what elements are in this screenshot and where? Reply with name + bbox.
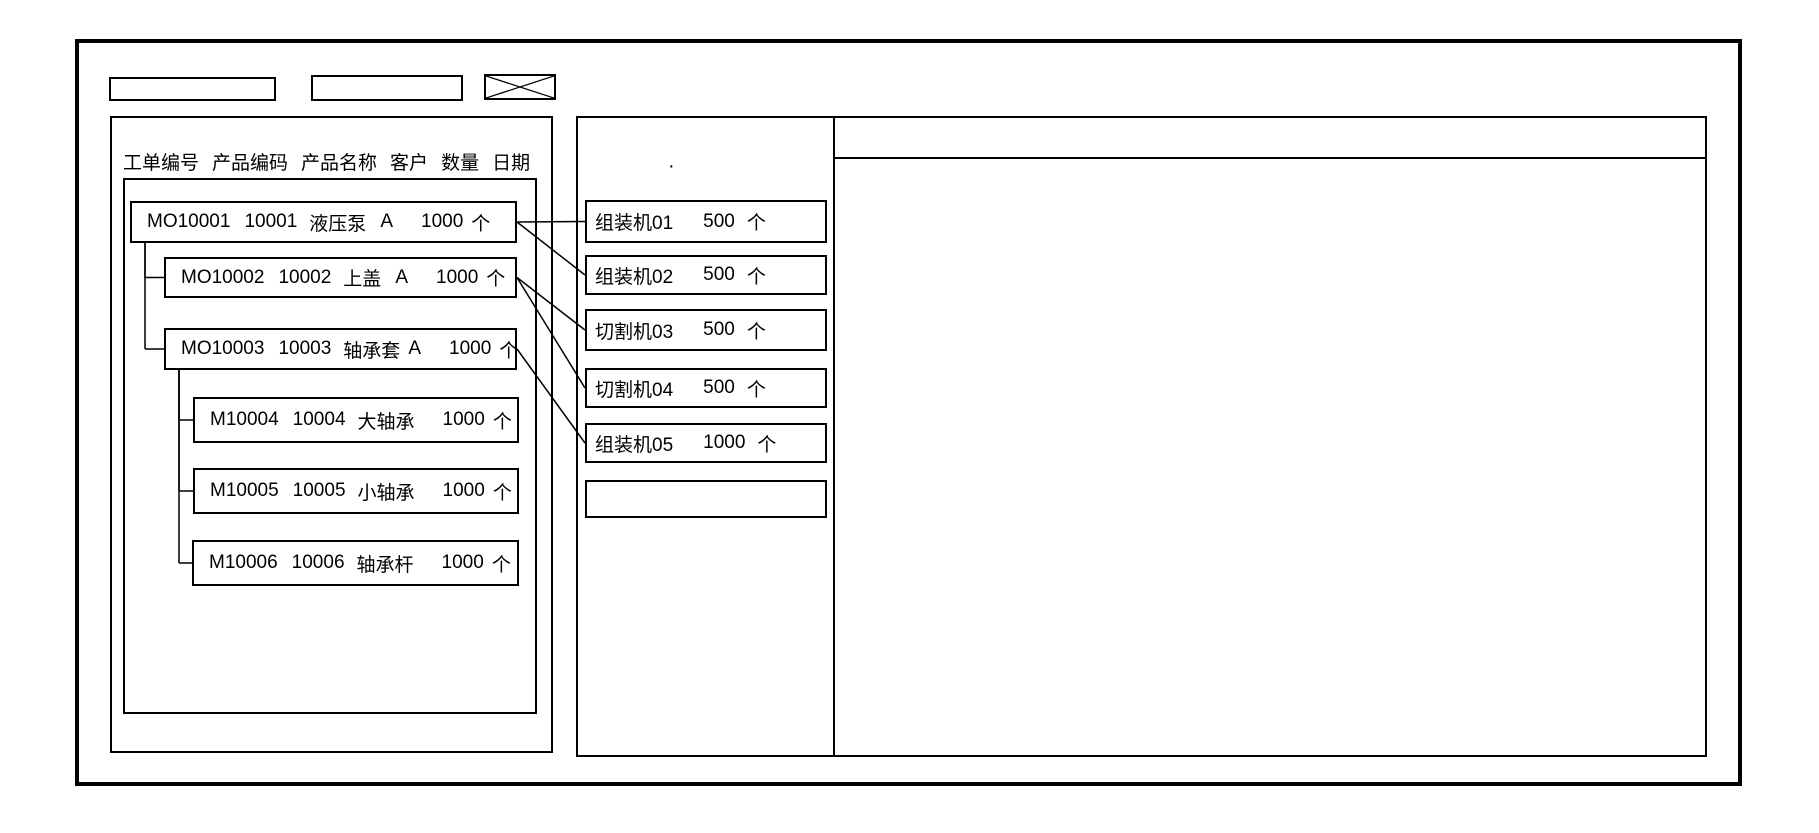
machine-qty: 500 — [703, 264, 735, 285]
work-order-box[interactable]: M10005 10005 小轴承 1000 个 — [193, 468, 519, 514]
unit: 个 — [499, 340, 519, 362]
machine-unit: 个 — [746, 379, 766, 401]
customer: A — [395, 266, 408, 288]
machine-box[interactable]: 切割机04 500 个 — [585, 368, 827, 408]
order-no: M10006 — [209, 552, 278, 573]
qty: 1000 — [442, 480, 485, 501]
column-header-order-no: 工单编号 — [123, 153, 200, 174]
qty: 1000 — [441, 552, 484, 573]
column-header-product-code: 产品编码 — [212, 153, 289, 174]
machine-name: 组装机01 — [595, 213, 674, 234]
machine-qty: 500 — [703, 210, 735, 232]
qty: 1000 — [449, 338, 492, 359]
machine-unit: 个 — [757, 434, 777, 456]
machine-qty: 500 — [703, 377, 735, 398]
product-code: 10005 — [292, 480, 346, 501]
machine-name: 切割机03 — [595, 321, 674, 343]
machine-name: 组装机05 — [595, 434, 674, 456]
work-order-box[interactable]: MO10002 10002 上盖 A 1000 个 — [164, 257, 517, 298]
column-header-date: 日期 — [492, 153, 531, 174]
product-code: 10002 — [278, 266, 332, 288]
machine-box[interactable]: 组装机01 500 个 — [585, 200, 827, 243]
product-code: 10003 — [278, 338, 332, 359]
order-no: M10005 — [210, 480, 279, 501]
unit: 个 — [486, 269, 506, 290]
work-order-box[interactable]: MO10003 10003 轴承套 A 1000 个 — [164, 328, 519, 370]
customer: A — [380, 211, 393, 232]
product-name: 小轴承 — [357, 482, 415, 504]
unit: 个 — [471, 213, 491, 235]
machine-qty: 500 — [703, 319, 735, 340]
order-no: M10004 — [210, 409, 279, 430]
image-placeholder[interactable] — [484, 74, 556, 100]
order-no: MO10003 — [181, 338, 265, 359]
work-order-box[interactable]: M10004 10004 大轴承 1000 个 — [193, 397, 519, 443]
unit: 个 — [492, 411, 512, 433]
column-header-product-name: 产品名称 — [301, 153, 378, 174]
column-header-qty: 数量 — [441, 153, 480, 174]
product-name: 大轴承 — [357, 411, 415, 433]
product-code: 10004 — [292, 409, 346, 430]
machine-name: 切割机04 — [595, 379, 674, 401]
work-order-box[interactable]: M10006 10006 轴承杆 1000 个 — [192, 540, 519, 586]
unit: 个 — [491, 554, 511, 576]
machine-box-empty[interactable] — [585, 480, 827, 518]
toolbar-input-1[interactable] — [109, 77, 276, 101]
order-no: MO10001 — [147, 211, 231, 232]
unit: 个 — [492, 482, 512, 504]
detail-panel — [833, 116, 1707, 757]
product-name: 轴承杆 — [356, 554, 414, 576]
product-name: 上盖 — [343, 269, 382, 290]
column-header-customer: 客户 — [390, 153, 429, 174]
product-name: 轴承套 — [343, 340, 401, 362]
work-order-column-headers: 工单编号 产品编码 产品名称 客户 数量 日期 — [123, 148, 530, 175]
work-order-box[interactable]: MO10001 10001 液压泵 A 1000 个 — [130, 201, 517, 243]
detail-panel-divider — [835, 157, 1705, 159]
machine-name: 组装机02 — [595, 266, 674, 288]
machine-unit: 个 — [746, 321, 766, 343]
dot-mark: · — [668, 155, 675, 177]
machine-box[interactable]: 切割机03 500 个 — [585, 309, 827, 351]
qty: 1000 — [421, 211, 464, 232]
machine-box[interactable]: 组装机05 1000 个 — [585, 423, 827, 463]
machine-qty: 1000 — [703, 432, 746, 453]
machine-box[interactable]: 组装机02 500 个 — [585, 255, 827, 295]
x-icon — [486, 76, 554, 98]
qty: 1000 — [442, 409, 485, 430]
product-name: 液压泵 — [309, 213, 367, 235]
product-code: 10006 — [291, 552, 345, 573]
order-no: MO10002 — [181, 266, 265, 288]
customer: A — [408, 338, 421, 359]
machine-unit: 个 — [746, 266, 766, 288]
toolbar-input-2[interactable] — [311, 75, 463, 101]
qty: 1000 — [436, 266, 479, 288]
machine-unit: 个 — [746, 213, 766, 234]
product-code: 10001 — [244, 211, 298, 232]
